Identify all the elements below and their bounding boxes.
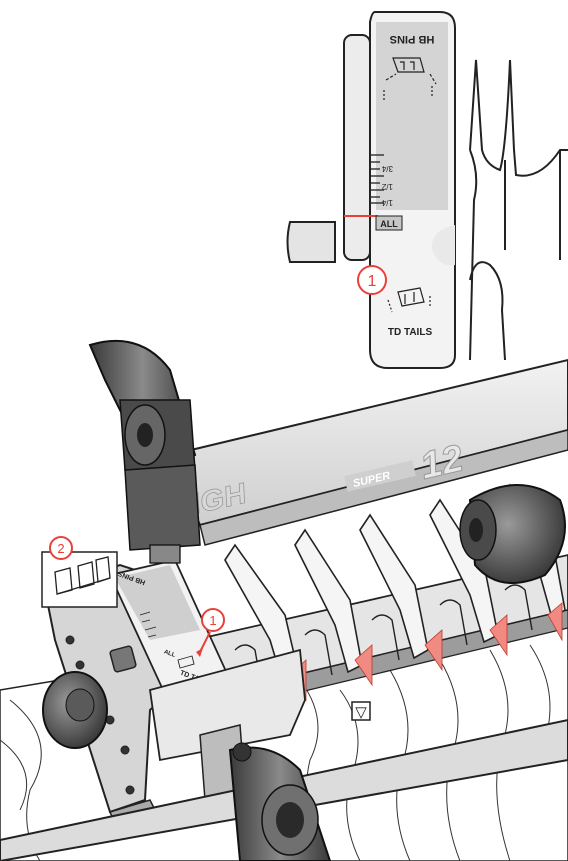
inset-finger-outline <box>469 59 568 361</box>
triangle-marker: ▽ <box>355 704 367 721</box>
triangle-marker-box <box>351 701 371 721</box>
thumb-screw <box>109 645 137 673</box>
inset-bottom-label: TD TAILS <box>388 327 433 338</box>
jig-scale-plate: HB PINS ALL TD TAILS <box>108 558 232 707</box>
front-housing <box>148 648 306 762</box>
inset-all-box <box>375 215 403 231</box>
inset-side-bar <box>343 34 371 261</box>
inset-tail-icon <box>387 287 431 313</box>
inset-frac-1-4: 1/4 <box>381 198 393 207</box>
left-knob <box>42 671 108 749</box>
inset-peg <box>286 221 336 263</box>
finger-hooks <box>234 584 533 691</box>
bottom-clamp-handle <box>228 742 332 861</box>
callout-arrow-head <box>196 648 203 657</box>
jig-callout-1-number: 1 <box>209 613 216 628</box>
brand-badge <box>344 460 416 492</box>
top-clamp-handle <box>88 339 201 564</box>
callout-2-box: 2 <box>41 536 118 608</box>
pink-markers <box>289 602 563 702</box>
callout-arrow <box>199 631 211 653</box>
inset-cutout <box>431 225 455 266</box>
inset-pin-icon <box>383 57 437 100</box>
jig-callout-1: 1 <box>196 608 225 657</box>
inset-detail: HB PINS 3/4 1/2 1/4 ALL 1 <box>286 11 568 369</box>
inset-callout-1-number: 1 <box>368 273 377 290</box>
callout-2-number: 2 <box>57 541 64 556</box>
inset-callout-1 <box>357 265 387 295</box>
jig-small-tail-icon <box>177 655 195 669</box>
inset-top-label: HB PINS <box>390 33 435 45</box>
model-number: 12 <box>416 437 467 487</box>
jig-small-all-label: ALL <box>163 649 176 659</box>
inset-frac-3-4: 3/4 <box>381 164 393 173</box>
inset-scale-gray <box>376 22 448 210</box>
right-knob <box>459 484 566 584</box>
inset-all-label: ALL <box>380 219 398 229</box>
inset-scale-ticks <box>371 154 384 204</box>
inset-frac-1-2: 1/2 <box>381 182 393 191</box>
